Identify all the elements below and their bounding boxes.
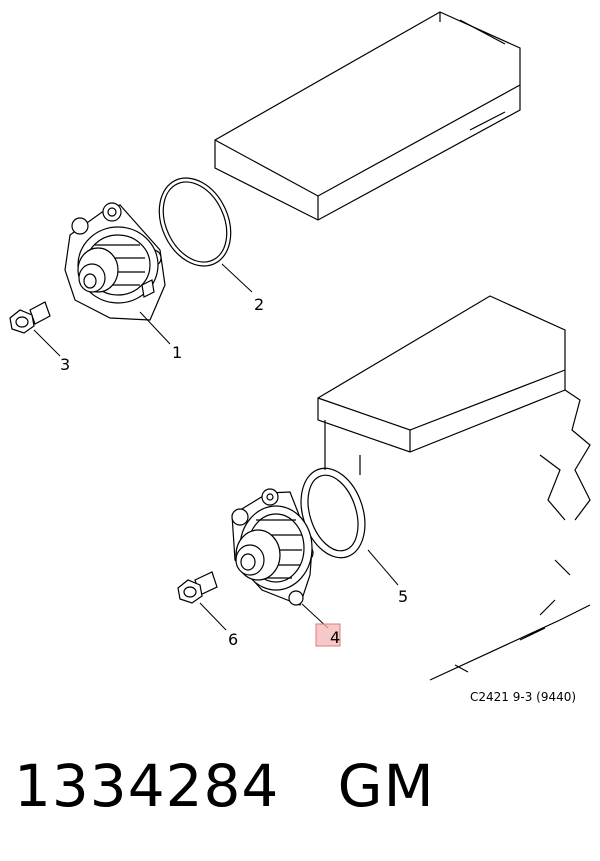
callout-1: 1 bbox=[172, 343, 182, 362]
upper-engine-block-outline bbox=[214, 11, 521, 221]
part-number-line: 1334284 GM bbox=[14, 752, 435, 820]
bolt-upper bbox=[9, 301, 51, 334]
callout-3: 3 bbox=[60, 355, 70, 374]
callout-6: 6 bbox=[228, 630, 238, 649]
o-ring-seal-upper bbox=[158, 177, 232, 267]
water-pump-upper bbox=[64, 202, 166, 321]
exploded-parts-diagram: 1 2 3 4 5 6 bbox=[9, 11, 591, 681]
callout-4: 4 bbox=[330, 628, 340, 647]
brand-name: GM bbox=[337, 752, 435, 820]
callout-5: 5 bbox=[398, 587, 408, 606]
callout-4-highlight bbox=[315, 623, 341, 647]
leader-lines bbox=[33, 263, 399, 631]
lower-engine-block-outline bbox=[317, 295, 591, 681]
water-pump-lower bbox=[231, 488, 314, 606]
bolt-lower bbox=[177, 571, 218, 604]
part-number: 1334284 bbox=[14, 752, 280, 820]
diagram-reference-code: C2421 9-3 (9440) bbox=[470, 690, 577, 704]
callout-2: 2 bbox=[254, 295, 264, 314]
